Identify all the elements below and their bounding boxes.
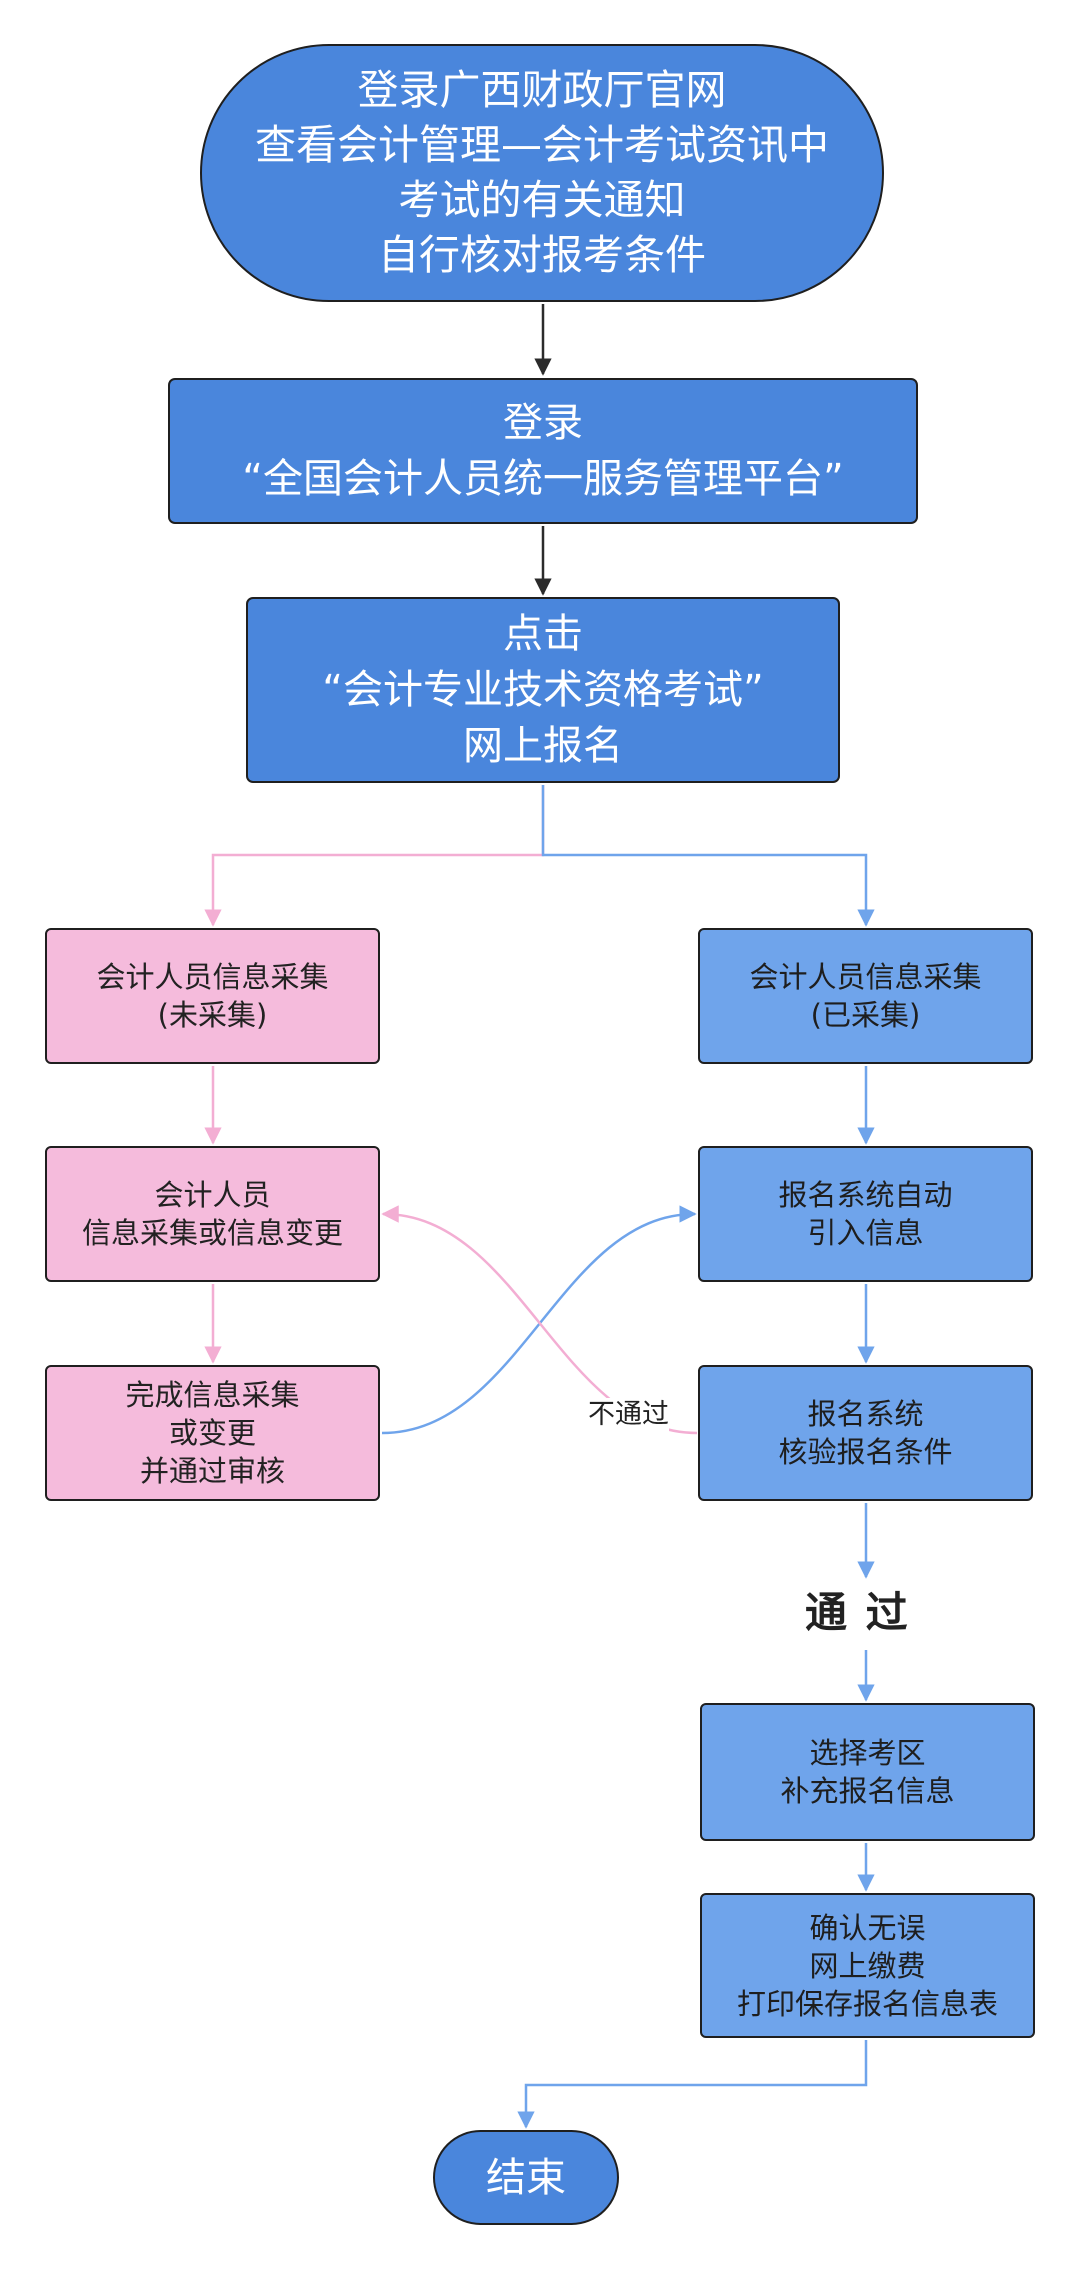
finish-review-line-3: 并通过审核 [139, 1454, 285, 1488]
collect-done-line-2: (已采集) [810, 998, 921, 1032]
verify-line-2: 核验报名条件 [778, 1435, 953, 1469]
auto-import-node: 报名系统自动 引入信息 [698, 1146, 1033, 1282]
end-node: 结束 [433, 2130, 619, 2225]
start-line-1: 登录广西财政厅官网 [357, 66, 727, 114]
edge-click-to-pending [204, 785, 545, 927]
finish-review-line-1: 完成信息采集 [125, 1378, 300, 1412]
confirm-pay-line-2: 网上缴费 [809, 1948, 926, 1983]
start-line-2: 查看会计管理—会计考试资讯中 [255, 121, 829, 169]
start-line-4: 自行核对报考条件 [378, 231, 706, 279]
collect-pending-line-1: 会计人员信息采集 [96, 960, 329, 994]
info-collection-or-change-node: 会计人员 信息采集或信息变更 [45, 1146, 380, 1282]
finish-review-line-2: 或变更 [168, 1416, 256, 1450]
confirm-pay-print-node: 确认无误 网上缴费 打印保存报名信息表 [700, 1893, 1035, 2038]
finish-and-review-node: 完成信息采集 或变更 并通过审核 [45, 1365, 380, 1501]
edge-click-to-done [541, 785, 875, 927]
login-line-1: 登录 [503, 400, 583, 446]
login-platform-node: 登录 “全国会计人员统一服务管理平台” [168, 378, 918, 524]
click-line-3: 网上报名 [463, 723, 623, 769]
login-line-2: “全国会计人员统一服务管理平台” [242, 456, 844, 502]
edge-confirm-to-end [517, 2040, 868, 2129]
start-node: 登录广西财政厅官网 查看会计管理—会计考试资讯中 考试的有关通知 自行核对报考条… [200, 44, 884, 302]
confirm-pay-line-1: 确认无误 [809, 1910, 926, 1945]
auto-import-line-2: 引入信息 [807, 1216, 924, 1250]
choose-area-line-1: 选择考区 [809, 1736, 926, 1770]
start-line-3: 考试的有关通知 [398, 176, 686, 224]
choose-area-line-2: 补充报名信息 [780, 1774, 955, 1808]
choose-exam-area-node: 选择考区 补充报名信息 [700, 1703, 1035, 1841]
info-change-line-2: 信息采集或信息变更 [81, 1216, 343, 1250]
click-register-node: 点击 “会计专业技术资格考试” 网上报名 [246, 597, 840, 783]
verify-line-1: 报名系统 [807, 1397, 924, 1431]
collect-done-line-1: 会计人员信息采集 [749, 960, 982, 994]
fail-label: 不通过 [588, 1398, 669, 1432]
auto-import-line-1: 报名系统自动 [778, 1178, 953, 1212]
verify-conditions-node: 报名系统 核验报名条件 [698, 1365, 1033, 1501]
info-change-line-1: 会计人员 [154, 1178, 271, 1212]
click-line-2: “会计专业技术资格考试” [322, 667, 764, 713]
pass-label: 通 过 [805, 1588, 910, 1637]
info-collection-pending-node: 会计人员信息采集 (未采集) [45, 928, 380, 1064]
confirm-pay-line-3: 打印保存报名信息表 [736, 1986, 998, 2021]
click-line-1: 点击 [503, 611, 583, 657]
collect-pending-line-2: (未采集) [157, 998, 268, 1032]
info-collection-done-node: 会计人员信息采集 (已采集) [698, 928, 1033, 1064]
end-line-1: 结束 [486, 2154, 566, 2201]
